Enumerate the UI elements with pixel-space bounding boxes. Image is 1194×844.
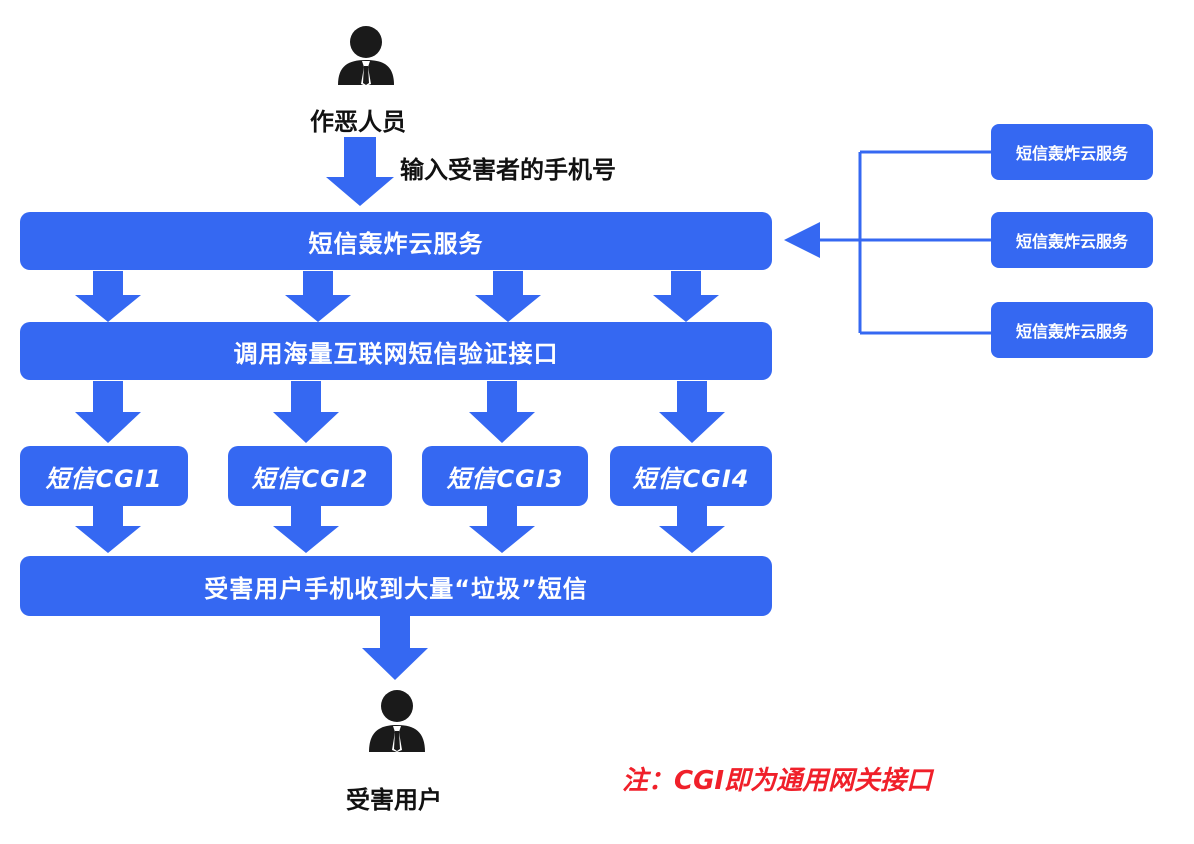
input-phone-label: 输入受害者的手机号 xyxy=(400,156,616,184)
side-service-text-2: 短信轰炸云服务 xyxy=(1015,232,1128,251)
result-to-victim-arrow xyxy=(362,616,428,680)
sms-verification-interface-box: 调用海量互联网短信验证接口 xyxy=(20,322,772,380)
cgi-box-1-text: 短信CGI1 xyxy=(45,464,163,493)
interface-to-cgi-arrow-3 xyxy=(469,381,535,443)
side-service-box-2: 短信轰炸云服务 xyxy=(991,212,1153,268)
victim-receives-spam-box: 受害用户手机收到大量“垃圾”短信 xyxy=(20,556,772,616)
side-service-box-3: 短信轰炸云服务 xyxy=(991,302,1153,358)
side-service-text-1: 短信轰炸云服务 xyxy=(1015,144,1128,163)
interface-to-cgi-arrow-1 xyxy=(75,381,141,443)
service-to-interface-arrow-3 xyxy=(475,271,541,322)
service-to-interface-arrow-2 xyxy=(285,271,351,322)
side-service-box-1: 短信轰炸云服务 xyxy=(991,124,1153,180)
cgi-box-1: 短信CGI1 xyxy=(20,446,188,506)
sms-bombing-cloud-service-box: 短信轰炸云服务 xyxy=(20,212,772,270)
cgi-box-3: 短信CGI3 xyxy=(422,446,588,506)
victim-receives-spam-text: 受害用户手机收到大量“垃圾”短信 xyxy=(204,574,588,603)
interface-to-cgi-arrow-4 xyxy=(659,381,725,443)
cgi-box-2-text: 短信CGI2 xyxy=(251,464,369,493)
cgi-to-result-arrow-3 xyxy=(469,506,535,553)
side-service-text-3: 短信轰炸云服务 xyxy=(1015,322,1128,341)
sms-verification-interface-text: 调用海量互联网短信验证接口 xyxy=(233,339,559,368)
service-to-interface-arrow-1 xyxy=(75,271,141,322)
attacker-down-arrow xyxy=(326,137,394,206)
cgi-box-4: 短信CGI4 xyxy=(610,446,772,506)
cgi-to-result-arrow-4 xyxy=(659,506,725,553)
sms-bombing-cloud-service-text: 短信轰炸云服务 xyxy=(308,229,484,258)
cgi-definition-note: 注：CGI即为通用网关接口 xyxy=(622,766,933,796)
cgi-box-2: 短信CGI2 xyxy=(228,446,392,506)
cgi-box-4-text: 短信CGI4 xyxy=(632,464,750,493)
victim-label: 受害用户 xyxy=(346,786,442,814)
cgi-to-result-arrow-2 xyxy=(273,506,339,553)
cgi-to-result-arrow-1 xyxy=(75,506,141,553)
cgi-box-3-text: 短信CGI3 xyxy=(446,464,564,493)
attacker-label: 作恶人员 xyxy=(310,108,406,136)
interface-to-cgi-arrow-2 xyxy=(273,381,339,443)
service-to-interface-arrow-4 xyxy=(653,271,719,322)
